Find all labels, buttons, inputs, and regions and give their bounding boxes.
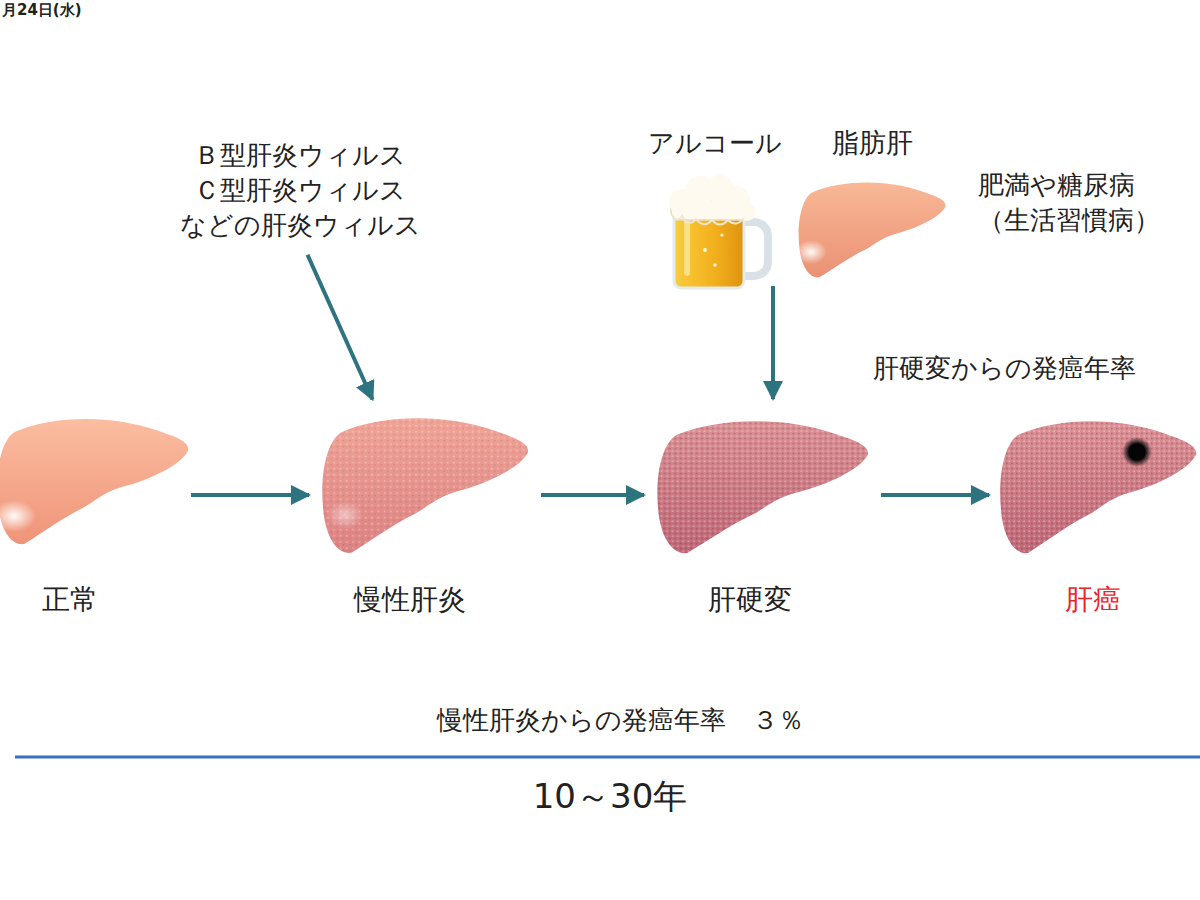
cause-text: Ｂ型肝炎ウィルス Ｃ型肝炎ウィルス などの肝炎ウィルス bbox=[165, 138, 437, 249]
label-box: 10～30年 bbox=[410, 776, 810, 817]
rate-note: 肝硬変からの発癌年率 bbox=[873, 353, 1193, 384]
flow-arrow bbox=[771, 286, 775, 399]
cause-label: 肥満や糖尿病 （生活習慣病） bbox=[978, 168, 1193, 238]
beer-mug bbox=[669, 175, 768, 288]
node-label: Ｂ型肝炎ウィルス Ｃ型肝炎ウィルス などの肝炎ウィルス bbox=[165, 138, 435, 243]
label-box: 月24日(水) bbox=[2, 1, 142, 19]
label-box: 慢性肝炎からの発癌年率 ３％ bbox=[290, 705, 950, 736]
liver-chronic bbox=[322, 418, 528, 553]
liver-cancer bbox=[1000, 421, 1196, 553]
timeline-line bbox=[15, 756, 1200, 759]
node-label: 肝癌 bbox=[1023, 583, 1163, 617]
flow-arrow bbox=[541, 493, 644, 497]
cause-label: アルコール bbox=[648, 128, 798, 159]
node-label: 慢性肝炎 bbox=[340, 583, 480, 617]
liver-fatty bbox=[795, 182, 946, 277]
liver-stage: 正常 bbox=[0, 405, 185, 625]
liver-stage: 慢性肝炎 bbox=[315, 405, 535, 625]
rate-note: 慢性肝炎からの発癌年率 ３％ bbox=[290, 705, 950, 736]
liver-stage: 肝癌 bbox=[995, 405, 1195, 625]
liver-stage: 肝硬変 bbox=[650, 405, 875, 625]
node-label: 正常 bbox=[0, 583, 140, 617]
node-label: 脂肪肝 bbox=[795, 127, 950, 159]
fatty-liver: 脂肪肝 bbox=[765, 125, 952, 280]
label-box: 肝硬変からの発癌年率 bbox=[873, 353, 1193, 384]
flow-arrow bbox=[881, 493, 989, 497]
flow-arrow bbox=[307, 255, 372, 400]
date-header: 月24日(水) bbox=[2, 1, 142, 19]
node-label: 肝硬変 bbox=[680, 583, 820, 617]
label-box: 肥満や糖尿病 （生活習慣病） bbox=[978, 168, 1193, 238]
label-box: アルコール bbox=[648, 128, 798, 159]
liver-normal bbox=[0, 419, 188, 544]
flow-arrow bbox=[191, 493, 309, 497]
timeline-span: 10～30年 bbox=[410, 776, 810, 817]
liver-cirrhosis bbox=[657, 421, 868, 553]
